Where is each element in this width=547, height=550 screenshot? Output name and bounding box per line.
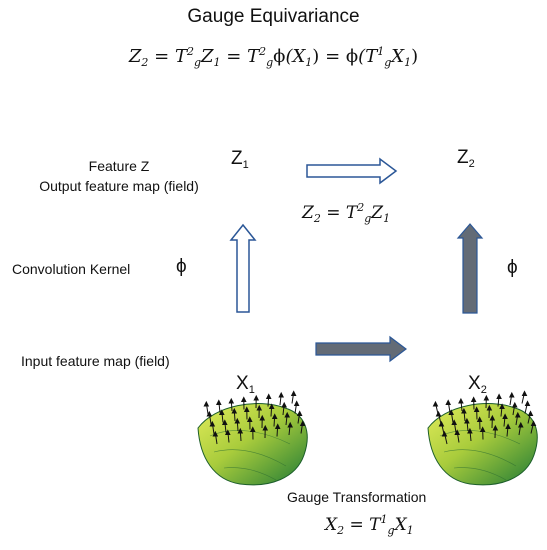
vector-arrow-head <box>265 393 272 399</box>
vector-arrow-head <box>521 390 528 396</box>
vector-arrow-head <box>461 407 467 414</box>
vector-arrow-head <box>464 417 470 424</box>
input-feature-map-label: Input feature map (field) <box>21 353 170 369</box>
diagram-title: Gauge Equivariance <box>187 6 360 27</box>
equation-bottom: X2 = T1gX1 <box>325 513 414 537</box>
vector-arrow-head <box>240 396 247 402</box>
vector-arrow-head <box>209 420 216 427</box>
vector-arrow-head <box>287 421 294 428</box>
vector-arrow-head <box>473 406 480 412</box>
filled-arrow-up <box>456 223 484 314</box>
vector-arrow-head <box>231 407 238 414</box>
vector-arrow-head <box>234 417 241 424</box>
surface-x1 <box>197 390 308 486</box>
vector-arrow-head <box>299 420 306 426</box>
outline-arrow-right <box>306 157 398 185</box>
vector-arrow-head <box>218 409 225 415</box>
node-z2: Z2 <box>457 147 475 170</box>
vector-arrow-head <box>467 427 473 434</box>
vector-arrow-head <box>451 419 458 425</box>
vector-arrow-head <box>505 423 511 429</box>
vector-arrow-head <box>441 430 448 437</box>
vector-arrow-head <box>274 423 281 429</box>
vector-arrow-head <box>435 410 442 417</box>
vector-arrow-head <box>290 390 297 396</box>
vector-arrow-head <box>212 430 219 437</box>
vector-arrow-head <box>476 416 483 422</box>
vector-arrow-head <box>486 404 493 411</box>
vector-arrow-head <box>221 419 228 425</box>
vector-arrow-head <box>278 391 285 398</box>
kernel-phi-right: ϕ <box>507 257 518 278</box>
vector-arrow-head <box>458 397 464 404</box>
vector-arrow-head <box>215 399 222 405</box>
vector-arrow-head <box>203 400 210 407</box>
vector-arrow-head <box>530 420 537 426</box>
vector-arrow-head <box>514 411 521 418</box>
vector-arrow-head <box>517 421 524 428</box>
kernel-phi-left: ϕ <box>176 256 187 277</box>
vector-arrow-head <box>256 404 263 411</box>
node-x2: X2 <box>468 373 487 396</box>
surface-x2 <box>427 390 538 486</box>
feature-z-line2: Output feature map (field) <box>39 178 199 194</box>
vector-arrow-head <box>243 406 250 412</box>
outline-arrow-up <box>229 223 257 313</box>
vector-arrow-head <box>259 414 266 421</box>
node-z1: Z1 <box>231 148 249 171</box>
vector-arrow-head <box>470 396 477 402</box>
vector-arrow-head <box>448 409 455 415</box>
vector-arrow-head <box>483 394 490 401</box>
vector-arrow-head <box>237 427 244 434</box>
vector-arrow-head <box>246 416 253 422</box>
vector-arrow-head <box>271 413 278 419</box>
vector-arrow-head <box>438 420 445 427</box>
vector-arrow-head <box>281 401 288 408</box>
equation-top: Z2 = T2gZ1 = T2gϕ(X1) = ϕ(T1gX1) <box>128 45 419 69</box>
vector-arrow-head <box>499 403 505 409</box>
vector-arrow-head <box>492 424 499 431</box>
vector-arrow-head <box>489 414 496 421</box>
feature-z-line1: Feature Z <box>88 158 150 174</box>
vector-arrow-head <box>527 410 534 416</box>
node-x1: X1 <box>236 373 255 396</box>
vector-arrow-head <box>445 399 452 405</box>
feature-z-label: Feature Z Output feature map (field) <box>14 156 224 196</box>
vector-arrow-head <box>249 426 256 432</box>
vector-arrow-head <box>253 394 260 401</box>
vector-arrow-head <box>511 401 518 408</box>
vector-arrow-head <box>262 424 269 431</box>
vector-arrow-head <box>296 410 303 416</box>
vector-arrow-head <box>479 426 486 432</box>
equation-middle: Z2 = T2gZ1 <box>302 201 391 225</box>
vector-arrow-head <box>284 411 291 418</box>
vector-arrow-head <box>206 410 213 417</box>
vector-arrow-head <box>524 400 531 406</box>
vector-arrow-head <box>268 403 275 409</box>
vector-arrow-head <box>496 393 502 399</box>
vector-arrow-head <box>454 429 461 435</box>
vector-arrow-head <box>508 391 515 398</box>
convolution-kernel-label: Convolution Kernel <box>12 261 131 277</box>
vector-arrow-head <box>224 429 231 435</box>
vector-arrow-head <box>293 400 300 406</box>
vector-arrow-head <box>432 400 439 407</box>
gauge-transformation-label: Gauge Transformation <box>287 489 427 505</box>
vector-arrow-head <box>502 413 508 419</box>
vector-arrow-head <box>228 397 235 404</box>
filled-arrow-right <box>315 335 407 363</box>
